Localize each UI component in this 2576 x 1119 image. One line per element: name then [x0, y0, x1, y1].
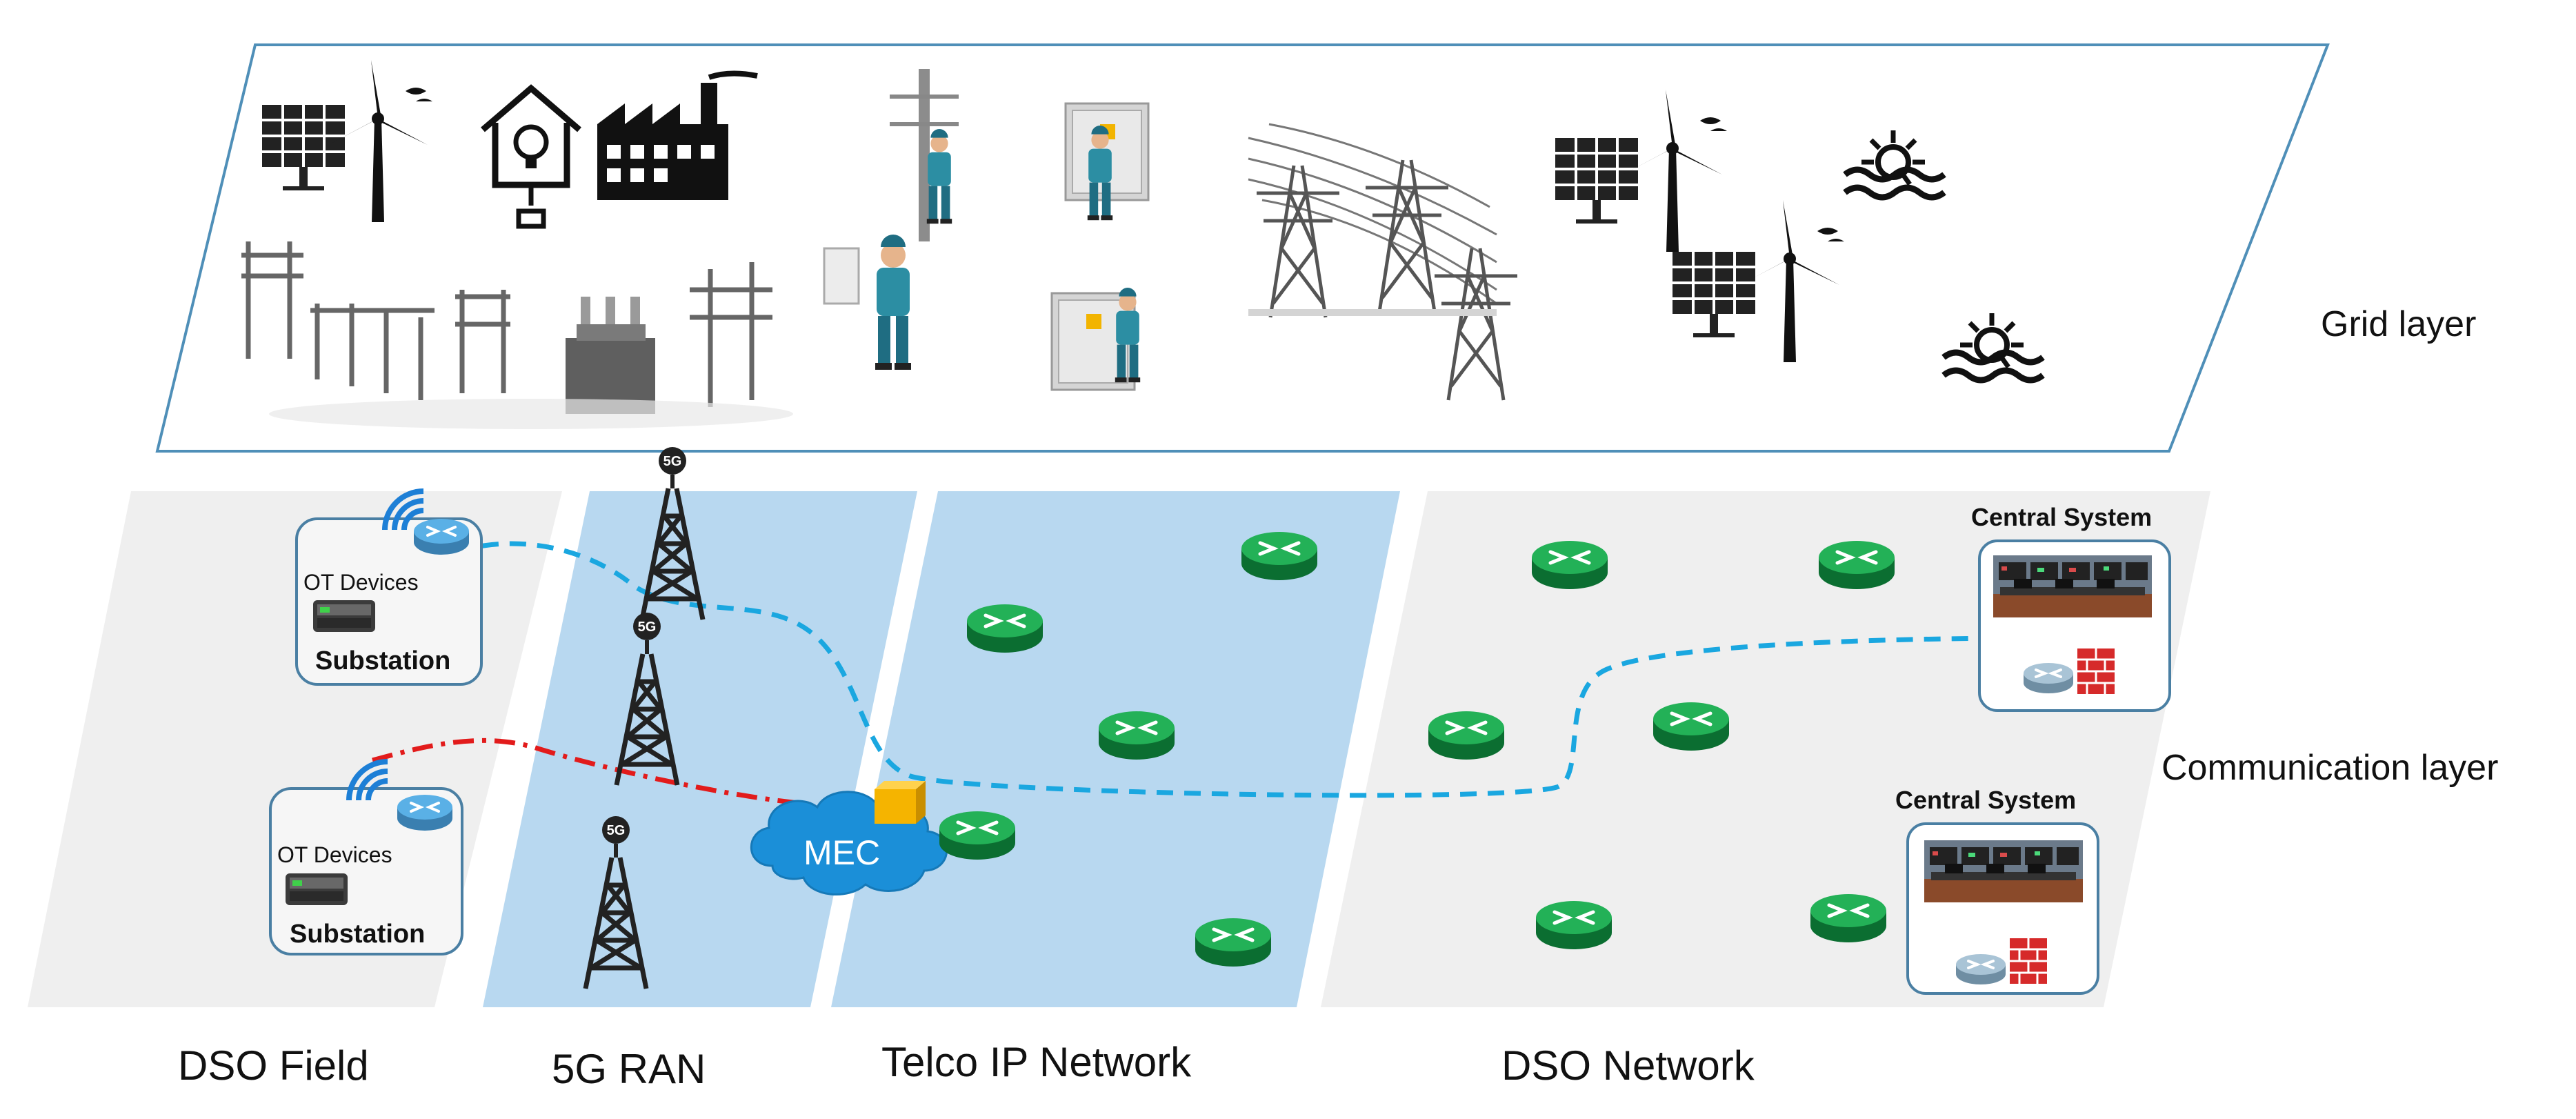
substation-2-box [269, 787, 463, 955]
firewall-icon [2076, 647, 2116, 695]
factory-icon [597, 70, 758, 200]
utility-pole-illustration [890, 69, 959, 241]
central-system-1: Central System [1971, 503, 2171, 712]
router-telco-4 [939, 811, 1015, 860]
central-system-title-2: Central System [1895, 786, 2076, 814]
control-room-icon [1993, 555, 2152, 617]
5g-tower-tag-1: 5G [663, 454, 682, 469]
substation-2: OT Devices Substation [269, 762, 463, 955]
segment-label-telco-ip: Telco IP Network [881, 1039, 1192, 1085]
secure-link-blue [454, 541, 2025, 798]
transmission-lines-illustration [1248, 123, 1517, 400]
5g-tower-tag-2: 5G [638, 620, 657, 635]
substation-title-2: Substation [290, 920, 425, 949]
router-dso-4 [1653, 702, 1729, 751]
grid-layer: Grid layer [155, 43, 2476, 453]
segment-label-dso-field: DSO Field [178, 1042, 369, 1089]
router-dso-5 [1536, 901, 1612, 949]
firewall-icon-2 [2008, 937, 2048, 985]
communication-layer: 5G 5G 5G OT Devices Substation OT Device… [28, 447, 2498, 1007]
control-room-icon-2 [1924, 840, 2083, 902]
substation-1: OT Devices Substation [295, 491, 483, 686]
central-system-2: Central System [1895, 786, 2099, 995]
central-router-icon-2 [1955, 953, 2007, 986]
cabinet-technician-illustration-2 [1050, 288, 1141, 391]
ot-device-icon [313, 600, 375, 632]
mec-label: MEC [803, 833, 880, 872]
mec-node: MEC [750, 781, 948, 895]
router-telco-1 [1241, 532, 1317, 580]
router-dso-6 [1810, 894, 1886, 942]
ot-devices-label: OT Devices [303, 570, 419, 595]
communication-layer-label: Communication layer [2161, 748, 2498, 788]
substation-title: Substation [315, 646, 450, 675]
router-telco-2 [967, 604, 1043, 653]
5g-tower-1: 5G [642, 447, 703, 620]
router-telco-5 [1195, 918, 1271, 967]
ot-devices-label-2: OT Devices [277, 842, 392, 867]
smart-home-icon [481, 84, 581, 229]
ot-device-icon-2 [286, 873, 348, 905]
router-dso-3 [1428, 711, 1504, 760]
router-telco-3 [1099, 711, 1175, 760]
segment-label-5g-ran: 5G RAN [552, 1046, 706, 1092]
5g-tower-2: 5G [617, 613, 677, 785]
substation-equipment-illustration [241, 241, 793, 429]
router-dso-2 [1819, 541, 1895, 589]
substation-router-icon [412, 517, 470, 556]
router-dso-1 [1532, 541, 1608, 589]
mec-server-icon [875, 781, 926, 824]
grid-layer-label: Grid layer [2321, 304, 2476, 344]
segment-label-dso-network: DSO Network [1501, 1042, 1755, 1089]
5g-tower-3: 5G [586, 816, 646, 989]
worker-at-panel-illustration [823, 235, 911, 370]
substation-router-icon-2 [396, 793, 454, 832]
central-system-title: Central System [1971, 503, 2152, 531]
5g-tower-tag-3: 5G [607, 823, 626, 838]
central-router-icon [2022, 662, 2075, 695]
grid-layer-plane [155, 43, 2330, 453]
